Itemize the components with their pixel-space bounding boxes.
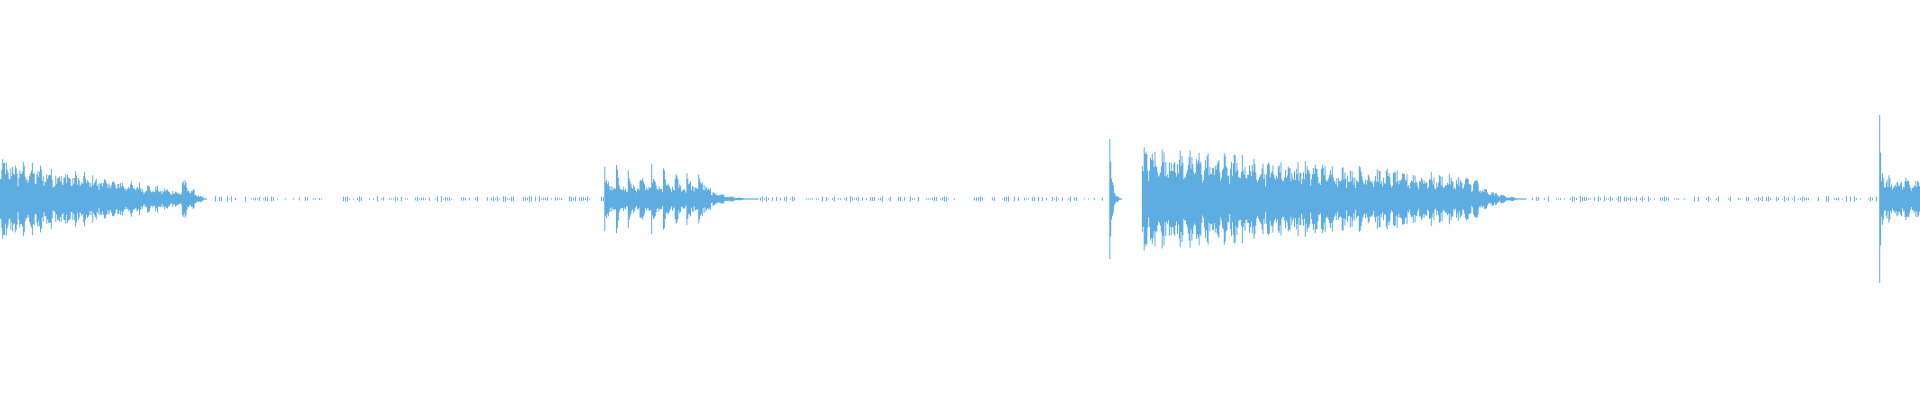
waveform-path <box>0 115 1920 283</box>
waveform-trace <box>0 115 1920 283</box>
